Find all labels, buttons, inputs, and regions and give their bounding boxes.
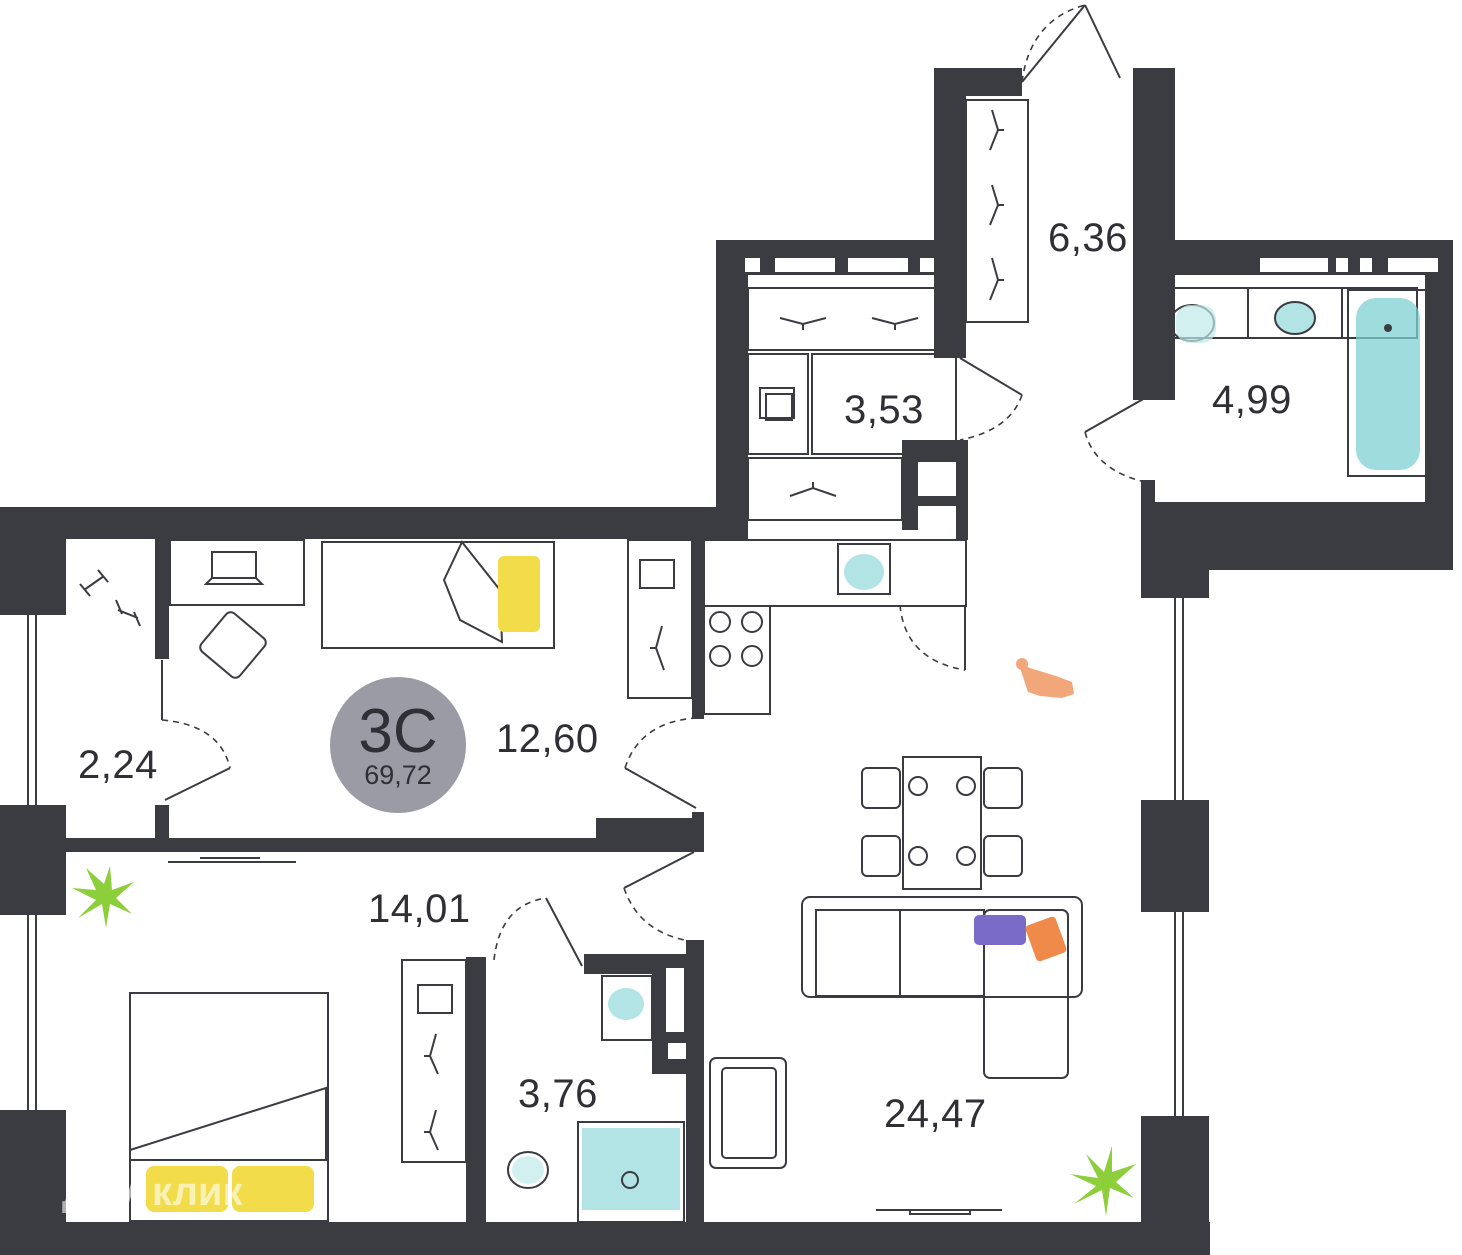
area-label-entrance-hall: 6,36 (1048, 216, 1128, 260)
plant-icon (72, 866, 134, 928)
area-labels: 6,36 3,53 4,99 2,24 12,60 14,01 3,76 24,… (78, 216, 1292, 1136)
area-label-bathroom: 4,99 (1212, 378, 1292, 422)
bed-icon (321, 540, 555, 649)
dog-icon (1016, 658, 1074, 698)
tv-icon (876, 1209, 1002, 1215)
wardrobe-room (747, 287, 957, 521)
chair-icon (861, 767, 1023, 877)
sink-icon (1274, 301, 1316, 335)
area-label-wardrobe: 3,53 (844, 388, 924, 432)
plant-icon (1070, 1146, 1136, 1216)
walls (0, 68, 1453, 1255)
area-label-bedroom-large: 14,01 (368, 887, 471, 931)
washing-machine-icon (417, 984, 453, 1014)
doors (161, 4, 1146, 967)
table-icon (902, 756, 982, 890)
balcony-room (79, 569, 141, 627)
hanger-icon (650, 625, 665, 671)
chair-icon (199, 611, 267, 679)
chair-icon (709, 1057, 787, 1169)
hanger-icon (424, 1033, 439, 1151)
washing-machine-icon (759, 387, 795, 421)
toilet-icon (1169, 304, 1216, 343)
sofa-icon (801, 896, 1083, 1079)
dumbbell-icon (79, 569, 141, 627)
stove-icon (703, 605, 771, 715)
entrance-closet (965, 99, 1029, 323)
sink-icon (837, 543, 891, 595)
area-label-shower-room: 3,76 (518, 1072, 598, 1116)
total-area: 69,72 (364, 760, 432, 790)
bedroom-large-room: дом клик (62, 857, 467, 1222)
bathtub-icon (1347, 289, 1427, 477)
washing-machine-icon (639, 559, 675, 589)
windows (0, 258, 1438, 1116)
sink-icon (601, 975, 653, 1041)
hanger-icon (989, 109, 1004, 301)
watermark: дом клик (62, 1170, 244, 1214)
bathroom-room (1154, 287, 1427, 477)
tv-icon (168, 857, 296, 863)
kitchen-living-room (703, 539, 1136, 1216)
apartment-code: 3С (358, 697, 437, 766)
bed-icon (129, 992, 329, 1222)
area-label-kitchen-living: 24,47 (884, 1092, 987, 1136)
bathtub-icon (577, 1121, 685, 1223)
area-label-balcony: 2,24 (78, 743, 158, 787)
hanger-icon (779, 317, 919, 497)
bedroom-small-room (169, 539, 693, 699)
laptop-icon (203, 551, 265, 585)
toilet-icon (507, 1151, 549, 1189)
shower-room (507, 975, 685, 1223)
apartment-badge: 3С 69,72 (330, 677, 466, 813)
area-label-bedroom-small: 12,60 (496, 717, 599, 761)
